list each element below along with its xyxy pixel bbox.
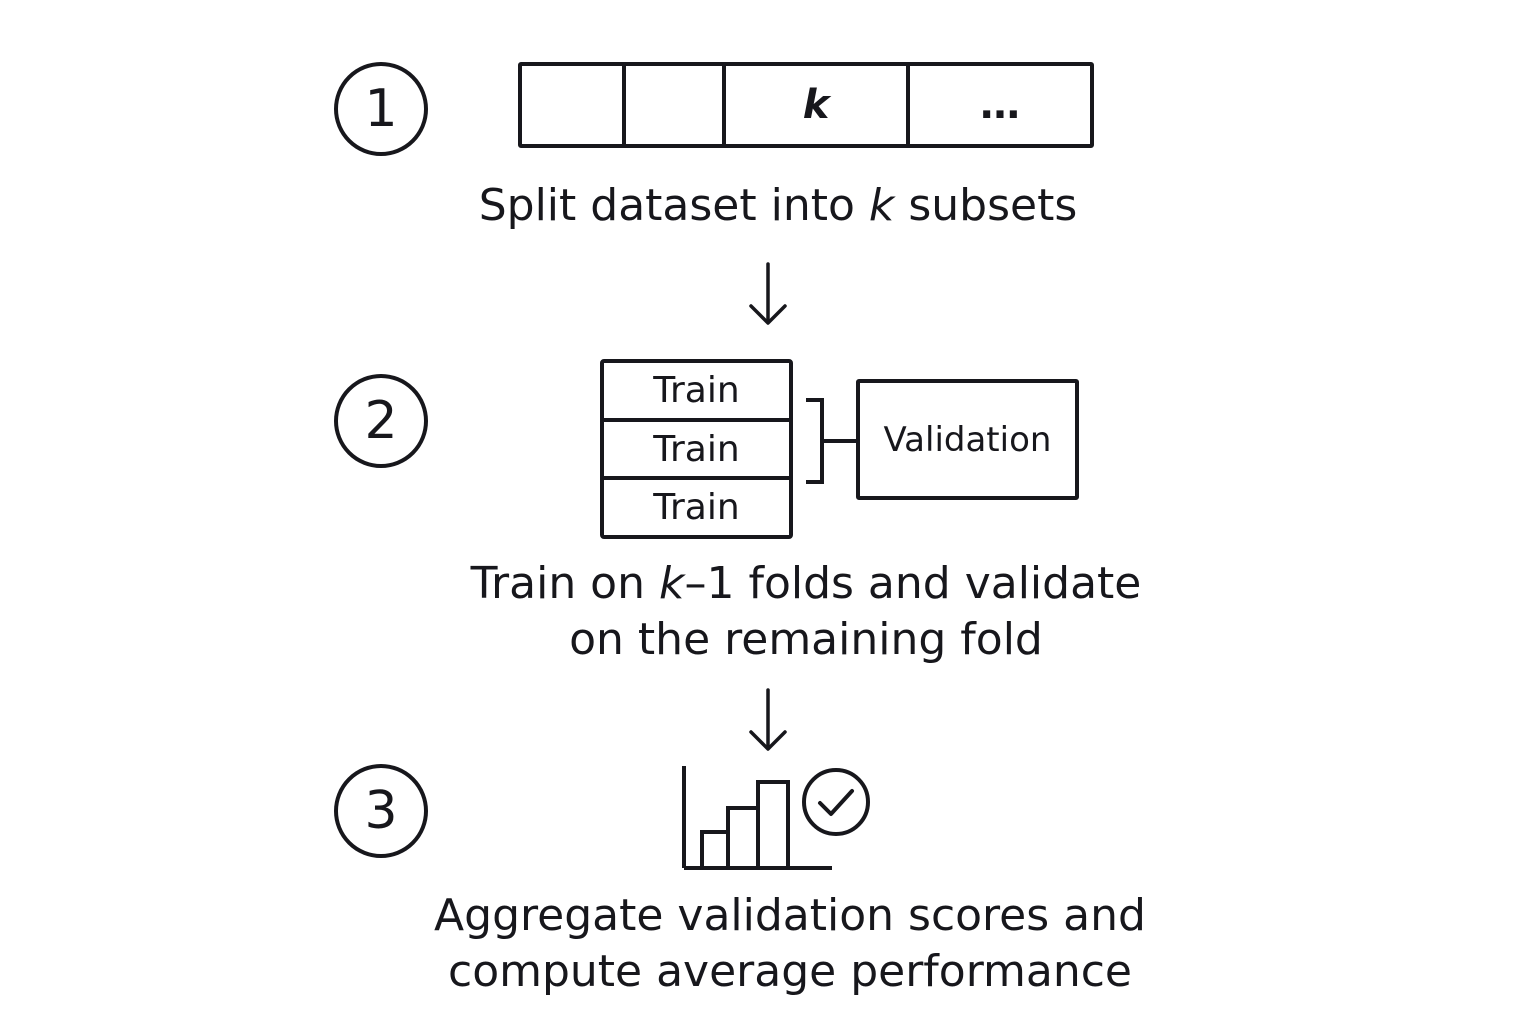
train-folds-stack: Train Train Train [600, 359, 793, 539]
step-3-badge: 3 [334, 764, 428, 858]
subset-cell-ellipsis: … [980, 82, 1020, 128]
train-fold: Train [653, 487, 740, 529]
step-1-badge: 1 [334, 62, 428, 156]
step-2-badge: 2 [334, 374, 428, 468]
subset-cell [522, 66, 626, 144]
dataset-subsets-bar: k … [518, 62, 1094, 148]
bar-chart-check-icon [682, 766, 870, 870]
bracket-connector [806, 398, 858, 484]
subset-cell [626, 66, 726, 144]
validation-fold: Validation [856, 379, 1079, 500]
train-fold: Train [604, 363, 789, 422]
arrow-down-icon [749, 262, 787, 325]
train-fold: Train [604, 422, 789, 481]
subset-cell-k: k [726, 66, 910, 144]
arrow-down-icon [749, 688, 787, 751]
step-1-caption: Split dataset into k subsets [478, 180, 1078, 231]
